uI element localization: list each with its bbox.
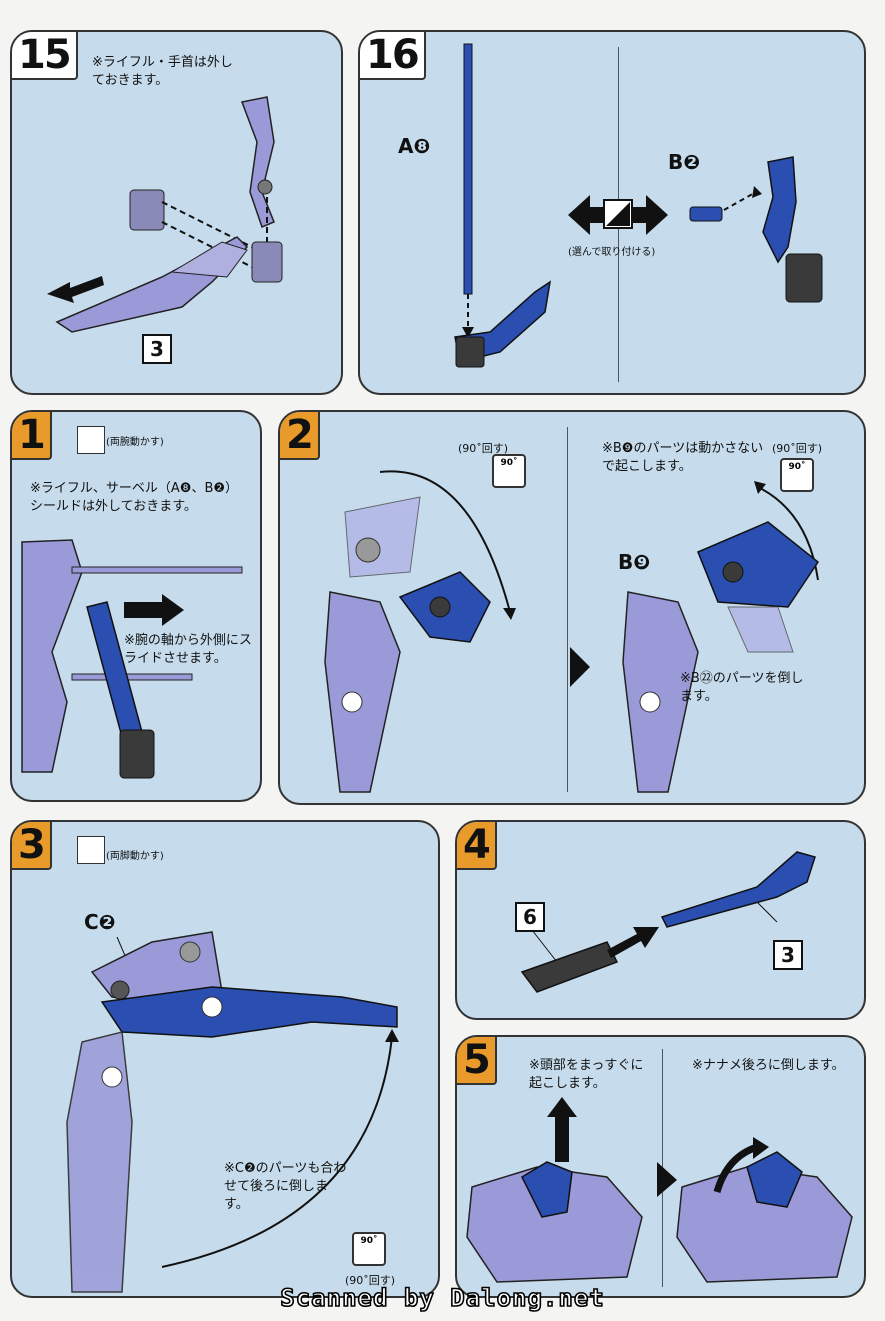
step-16-right-illustration	[689, 156, 823, 303]
step-number: 15	[12, 32, 78, 80]
step-number: 3	[12, 822, 52, 870]
part-label-b9: B❾	[618, 550, 651, 574]
step-1-illustration	[21, 539, 243, 779]
step-5-illustration	[466, 1097, 853, 1283]
part-label-3: 3	[773, 940, 803, 970]
choose-caption: (選んで取り付ける)	[568, 247, 656, 258]
move-legs-icon	[77, 836, 105, 864]
step-number: 16	[360, 32, 426, 80]
step-5-panel: 5 ※頭部をまっすぐに起こします。 ※ナナメ後ろに倒します。	[455, 1035, 866, 1298]
step-2-b9-note: ※B❾のパーツは動かさないで起こします。	[602, 441, 764, 474]
step-1-panel: 1 (両腕動かす) ※ライフル、サーベル（A❽、B❷）シールドは外しておきます。…	[10, 410, 262, 802]
step-3-note: ※C❷のパーツも合わせて後ろに倒します。	[224, 1161, 347, 1212]
step-5-note-left: ※頭部をまっすぐに起こします。	[529, 1058, 644, 1091]
step-1-slide-note: ※腕の軸から外側にスライドさせます。	[124, 633, 252, 666]
step-number: 5	[457, 1037, 497, 1085]
step-2-panel: 2 (90˚回す) 90˚ ※B❾のパーツは動かさないで起こします。 (90˚回…	[278, 410, 866, 805]
step-15-note: ※ライフル・手首は外しておきます。	[92, 55, 233, 88]
rotate-90-icon: 90˚	[352, 1232, 386, 1266]
rotate-90-icon: 90˚	[492, 454, 526, 488]
part-label-c2: C❷	[84, 910, 116, 934]
part-label-6: 6	[515, 902, 545, 932]
rotate-caption-left: (90˚回す)	[458, 442, 509, 455]
step-4-illustration	[520, 851, 816, 993]
step-3-illustration	[66, 931, 399, 1293]
choose-icon	[568, 195, 668, 235]
step-16-panel: 16 A❽ (選んで取り付ける) B❷	[358, 30, 866, 395]
part-label-a8: A❽	[398, 134, 431, 158]
step-3-icon-caption: (両脚動かす)	[106, 851, 164, 862]
step-5-note-right: ※ナナメ後ろに倒します。	[692, 1058, 845, 1073]
scan-credit: Scanned by Dalong.net	[279, 1283, 605, 1313]
step-2-left-illustration	[324, 470, 590, 793]
step-1-icon-caption: (両腕動かす)	[106, 437, 164, 448]
step-3-panel: 3 (両脚動かす) C❷ ※C❷のパーツも合わせて後ろに倒します。 90˚ (9…	[10, 820, 440, 1298]
step-number: 4	[457, 822, 497, 870]
rotate-caption: (90˚回す)	[345, 1274, 396, 1287]
part-label-b2: B❷	[668, 150, 701, 174]
step-4-panel: 4 6 3	[455, 820, 866, 1020]
step-15-illustration	[47, 96, 283, 333]
step-2-b22-note: ※B㉒のパーツを倒します。	[680, 671, 804, 704]
rotate-caption-right: (90˚回す)	[772, 442, 823, 455]
step-2-right-illustration	[622, 481, 820, 793]
step-number: 1	[12, 412, 52, 460]
rotate-90-icon: 90˚	[780, 458, 814, 492]
divider	[567, 427, 568, 792]
part-label-3: 3	[142, 334, 172, 364]
step-number: 2	[280, 412, 320, 460]
move-arms-icon	[77, 426, 105, 454]
step-16-left-illustration	[454, 43, 552, 368]
step-1-note: ※ライフル、サーベル（A❽、B❷）シールドは外しておきます。	[30, 481, 239, 514]
step-15-panel: 15 ※ライフル・手首は外しておきます。 3	[10, 30, 343, 395]
